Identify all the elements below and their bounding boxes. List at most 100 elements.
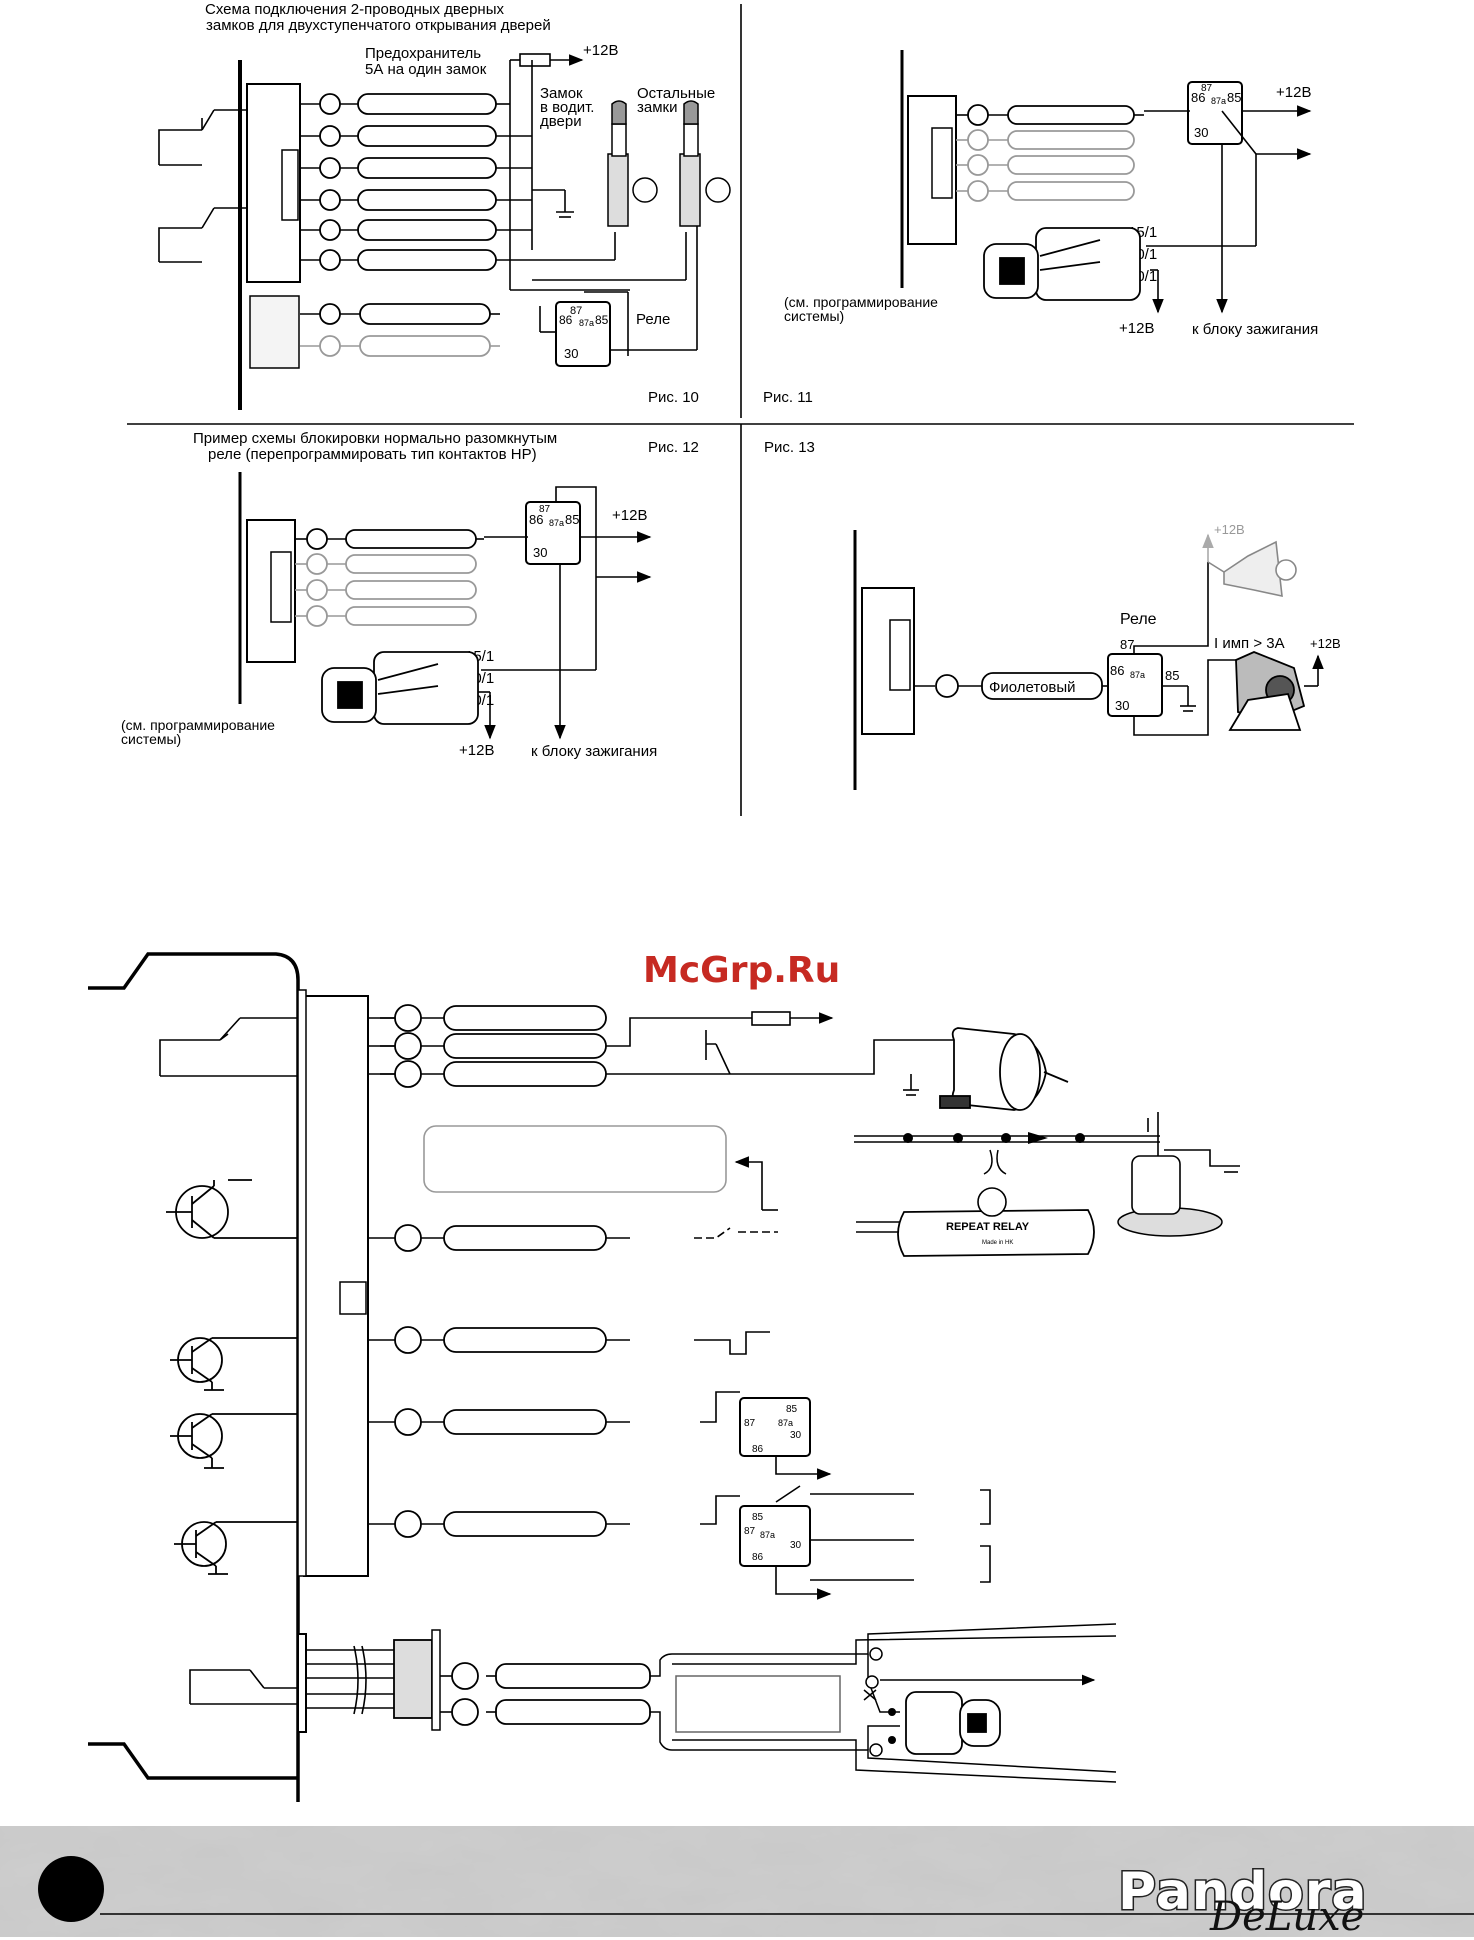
fig10-relay-label: Реле [636,311,670,328]
terminal-circle [306,553,328,575]
svg-text:30: 30 [1194,125,1208,140]
terminal-row [368,1510,630,1538]
wire-pill [1007,155,1135,175]
marble-texture [0,1826,1474,1937]
page-badge [38,1856,104,1922]
fig12-ignition-switch [321,651,479,725]
svg-text:86: 86 [752,1444,764,1455]
terminal-circle [394,1408,422,1436]
terminal-circle [319,189,341,211]
svg-text:87a: 87a [549,518,564,528]
wire-pill [345,606,477,626]
blank-label-box [423,1125,727,1193]
wire-pill [359,335,491,357]
terminal-row [380,1032,607,1060]
brand-subline: DeLuxe [1210,1894,1365,1940]
svg-text:86: 86 [752,1552,764,1563]
terminal-row [956,104,1144,126]
figure-12: Пример схемы блокировки нормально разомк… [121,430,699,760]
fig10-driver-lock-2: в водит. [540,99,594,116]
terminal-circle [967,180,989,202]
svg-text:87: 87 [539,504,551,515]
alarm-horn-icon [939,1027,1069,1111]
terminal-circle [319,125,341,147]
svg-text:87: 87 [570,305,582,317]
repeat-relay-made: Made in HK [982,1240,1013,1246]
wire-pill [443,1409,607,1435]
terminal-circle [967,129,989,151]
fig12-caption: Рис. 12 [648,439,699,456]
svg-text:86: 86 [1110,663,1124,678]
terminal-circle [967,104,989,126]
main-terminal-rows [368,1004,630,1538]
terminal-circle [394,1326,422,1354]
fig10-driver-lock-3: двери [540,113,582,130]
terminal-circle [319,303,341,325]
panel-dividers [127,4,1354,816]
wire-pill [443,1327,607,1353]
terminal-circle [394,1032,422,1060]
fig13-supply-grey: +12В [1214,522,1245,537]
terminal-row [300,189,532,211]
fig11-supply: +12В [1276,84,1311,101]
fig11-ignition-switch [983,227,1141,301]
terminal-row [295,553,477,575]
door-lock-actuators [607,100,731,227]
wire-pill [443,1033,607,1059]
terminal-row [300,93,510,115]
wire-pill [357,157,497,179]
small-relay-1: 85 87 87a 30 86 [739,1397,811,1457]
wire-pill [443,1061,607,1087]
terminal-row [300,303,500,325]
terminal-circle [394,1510,422,1538]
fig13-caption: Рис. 13 [764,439,815,456]
fig12-note: (см. программирование [121,717,275,733]
svg-text:85: 85 [1227,90,1241,105]
fig12-terminal-rows [295,528,484,627]
footer-band [0,1826,1474,1937]
svg-text:87: 87 [744,1526,756,1537]
brand-logo: Pandora [1117,1861,1369,1924]
terminal-row [300,249,532,271]
svg-text:87: 87 [744,1418,756,1429]
fig10-supply: +12В [583,42,618,59]
svg-text:системы): системы) [121,731,181,747]
wire-pill [357,249,497,271]
fig12-title-line2: реле (перепрограммировать тип контактов … [208,446,537,463]
fig12-supply: +12В [612,507,647,524]
svg-text:87: 87 [1120,637,1134,652]
svg-text:30: 30 [564,346,578,361]
fig10-title-line1: Схема подключения 2-проводных дверных [205,1,504,18]
svg-text:87a: 87a [778,1418,793,1428]
terminal-row [295,605,477,627]
svg-text:системы): системы) [784,308,844,324]
svg-text:85: 85 [752,1512,764,1523]
svg-text:87a: 87a [760,1530,775,1540]
svg-text:86: 86 [529,512,543,527]
fig10-other-locks-2: замки [637,99,677,116]
terminal-row [956,154,1135,176]
wire-pill [357,189,497,211]
fig12-title-line1: Пример схемы блокировки нормально разомк… [193,430,557,447]
terminal-circle [394,1224,422,1252]
terminal-circle [394,1060,422,1088]
fig10-relay: 87 86 87a 85 30 [555,301,611,367]
wire-pill [1007,105,1135,125]
wire-pill [1007,130,1135,150]
fig12-to-ignition: к блоку зажигания [531,743,657,760]
terminal-circle [319,249,341,271]
terminal-row [368,1224,630,1252]
terminal-circle [394,1004,422,1032]
svg-text:30: 30 [1115,698,1129,713]
wire-pill [357,125,497,147]
fig11-relay: 87 86 87a 85 30 [1187,81,1243,145]
figure-10: Схема подключения 2-проводных дверных за… [158,1,731,410]
fig11-ign-supply: +12В [1119,320,1154,337]
terminal-circle [306,528,328,550]
terminal-row [300,157,532,179]
fig11-to-ignition: к блоку зажигания [1192,321,1318,338]
terminal-circle [319,219,341,241]
small-relay-2: 85 87 87a 30 86 [739,1505,811,1567]
svg-text:85: 85 [1165,668,1179,683]
svg-text:85: 85 [786,1404,798,1415]
